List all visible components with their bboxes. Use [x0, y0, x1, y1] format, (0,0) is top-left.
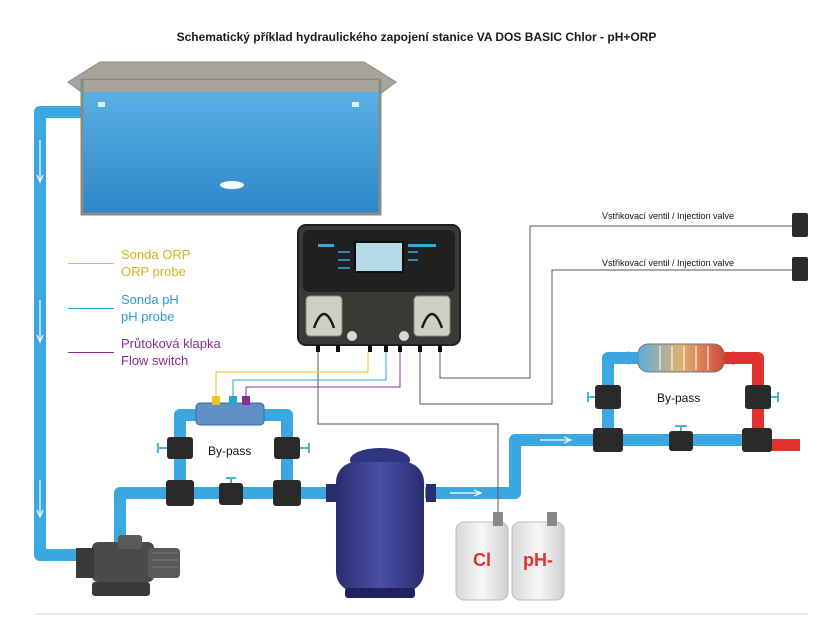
- valve-handles: [157, 392, 779, 483]
- pump-head-left: [305, 295, 343, 337]
- tank-ph-label: pH-: [523, 550, 553, 570]
- pipe-left-vertical: [34, 106, 82, 561]
- tank-ph: pH-: [511, 512, 565, 601]
- controller-display: [354, 241, 404, 273]
- probe-manifold: [195, 396, 265, 426]
- legend-ph: Sonda pH pH probe: [121, 291, 179, 325]
- legend-line-ph: [68, 308, 114, 309]
- legend-flow: Průtoková klapka Flow switch: [121, 335, 221, 369]
- legend-flow-line2: Flow switch: [121, 353, 189, 368]
- legend-orp: Sonda ORP ORP probe: [121, 246, 190, 280]
- legend-line-flow: [68, 352, 114, 353]
- legend-ph-line2: pH probe: [121, 309, 175, 324]
- injection-valve-label-2: Vstřikovací ventil / Injection valve: [602, 258, 734, 268]
- pipe-filter-to-right: [425, 434, 760, 499]
- legend-flow-line1: Průtoková klapka: [121, 336, 221, 351]
- pipe-fittings: [166, 213, 808, 506]
- circulation-pump: [76, 535, 180, 596]
- pool-basin: [80, 78, 382, 216]
- bypass-right-label: By-pass: [657, 391, 700, 405]
- dosing-lines: [215, 225, 795, 515]
- dosing-controller: [297, 224, 461, 352]
- legend-ph-line1: Sonda pH: [121, 292, 179, 307]
- diagram-title: Schematický příklad hydraulického zapoje…: [176, 30, 657, 44]
- tank-cl: Cl: [455, 512, 509, 601]
- swimming-pool: [67, 61, 397, 216]
- flow-switch: [242, 396, 250, 405]
- injection-valve-label-1: Vstřikovací ventil / Injection valve: [602, 211, 734, 221]
- legend-orp-line1: Sonda ORP: [121, 247, 191, 262]
- tank-cl-label: Cl: [473, 550, 491, 570]
- pool-drain: [220, 181, 244, 189]
- ph-probe: [229, 396, 237, 405]
- pump-head-right: [413, 295, 451, 337]
- sand-filter: [326, 448, 436, 598]
- legend-line-orp: [68, 263, 114, 264]
- bypass-left-label: By-pass: [208, 444, 251, 458]
- flow-arrows: [36, 108, 804, 519]
- heat-exchanger: [628, 343, 734, 373]
- legend-orp-line2: ORP probe: [121, 264, 186, 279]
- orp-probe: [212, 396, 220, 405]
- pipe-pump-to-bypass: [114, 487, 335, 555]
